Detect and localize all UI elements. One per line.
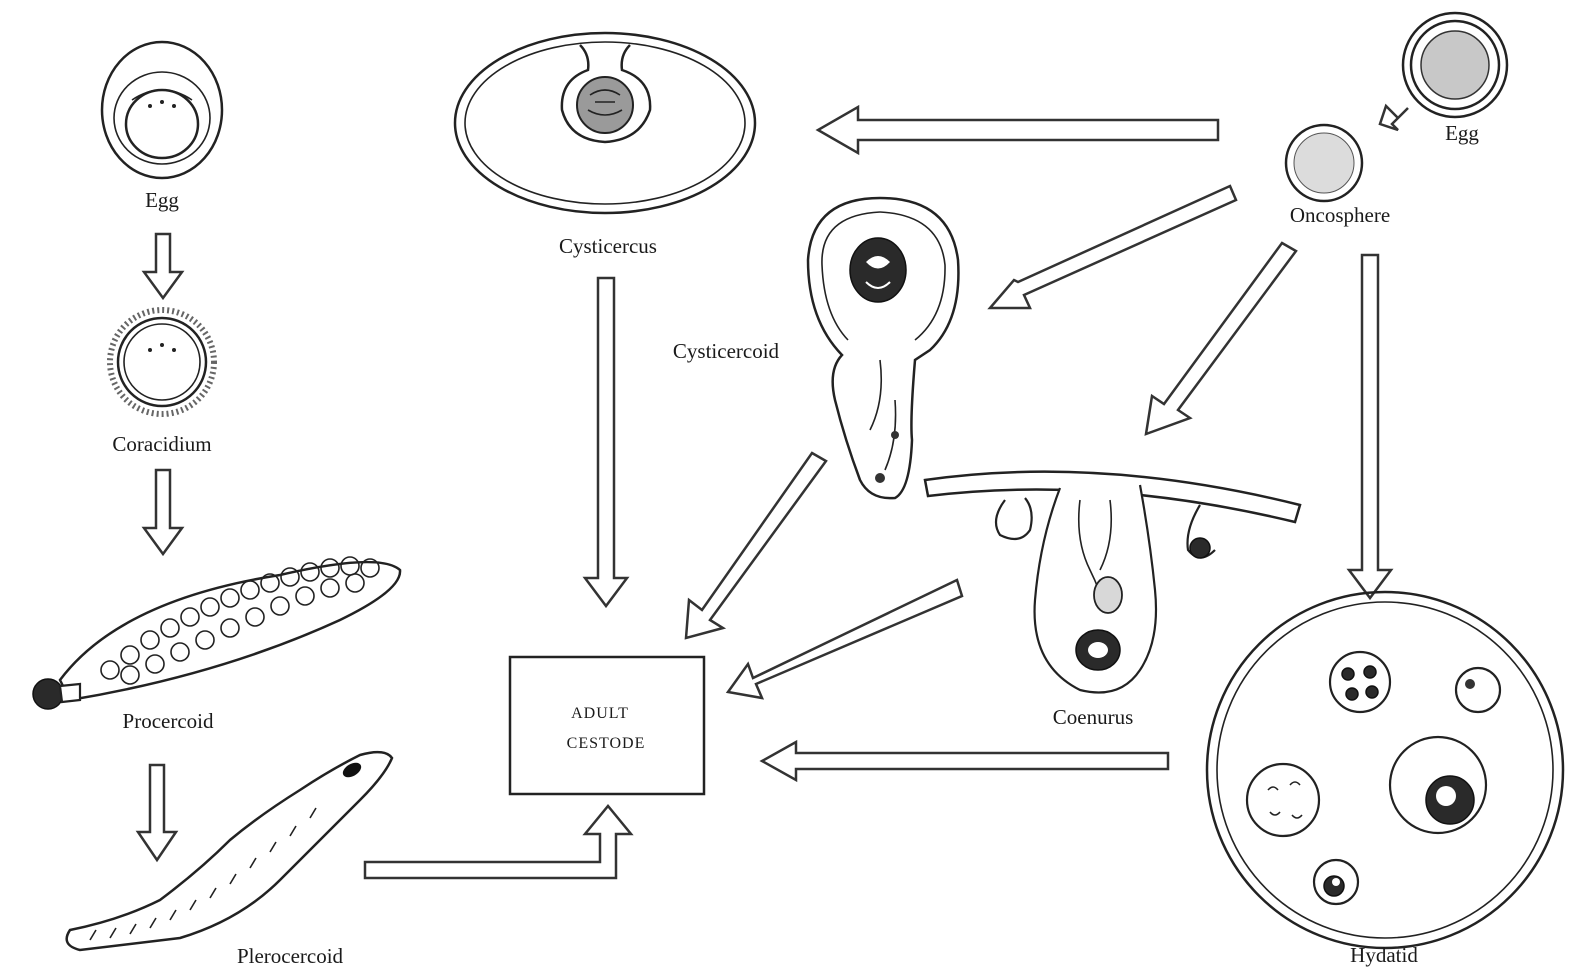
egg-left-figure xyxy=(100,40,224,180)
hydatid-figure xyxy=(1205,590,1565,950)
procercoid-figure xyxy=(32,556,402,710)
coenurus-figure xyxy=(923,470,1302,694)
arrow-coracidium-to-procercoid xyxy=(141,468,185,557)
label-cysticercoid: Cysticercoid xyxy=(673,339,780,363)
arrow-plerocercoid-to-adult xyxy=(363,804,634,880)
arrow-oncosphere-to-coenurus xyxy=(1144,241,1298,436)
arrow-cysticercus-to-adult xyxy=(582,276,630,609)
arrow-oncosphere-to-cysticercoid xyxy=(987,184,1238,310)
label-coenurus: Coenurus xyxy=(1053,705,1134,729)
adult-box-line1: ADULT xyxy=(571,705,629,722)
arrow-oncosphere-to-hydatid xyxy=(1346,253,1394,601)
egg-right-figure xyxy=(1401,11,1509,119)
arrow-cysticercoid-to-adult xyxy=(684,451,828,640)
label-plerocercoid: Plerocercoid xyxy=(237,944,344,968)
arrow-hydatid-to-adult xyxy=(759,739,1170,783)
oncosphere-figure xyxy=(1284,123,1364,203)
label-coracidium: Coracidium xyxy=(112,432,211,456)
arrow-egg-to-oncosphere xyxy=(1378,103,1409,132)
arrow-egg-to-coracidium xyxy=(141,232,185,301)
arrow-coenurus-to-adult xyxy=(725,578,964,700)
label-cysticercus: Cysticercus xyxy=(559,234,657,258)
label-oncosphere: Oncosphere xyxy=(1290,203,1390,227)
coracidium-figure xyxy=(107,307,217,417)
plerocercoid-figure xyxy=(65,750,394,952)
label-egg-left: Egg xyxy=(145,188,179,212)
arrow-procercoid-to-plerocercoid xyxy=(135,763,179,863)
arrow-oncosphere-to-cysticercus xyxy=(815,104,1220,156)
label-egg-right: Egg xyxy=(1445,121,1479,145)
label-procercoid: Procercoid xyxy=(123,709,214,733)
adult-box-line2: CESTODE xyxy=(567,735,646,752)
label-hydatid: Hydatid xyxy=(1350,943,1418,967)
adult-cestode-box xyxy=(508,655,706,796)
cysticercus-figure xyxy=(453,31,757,215)
cysticercoid-figure xyxy=(806,196,960,500)
